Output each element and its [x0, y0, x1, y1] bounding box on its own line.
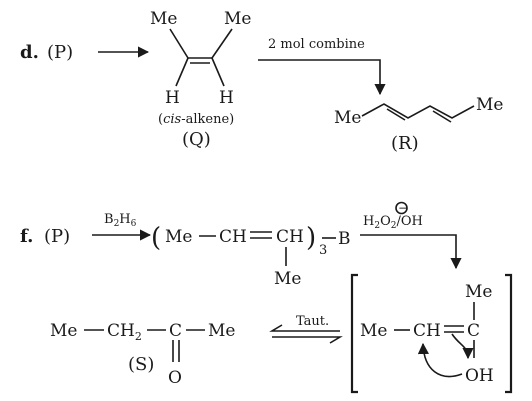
part-d-label: d.: [20, 42, 39, 63]
enol-bracket-right: [505, 273, 513, 394]
combine-condition: 2 mol combine: [268, 37, 365, 52]
cis-alkene-structure: Me Me H H (cis-alkene) (Q): [150, 9, 251, 150]
q-hydrogen-right: H: [219, 88, 234, 108]
ketone-ch2: CH2: [107, 321, 142, 343]
part-d: d. (P) Me Me H H (cis-alkene) (Q) 2 mol …: [20, 9, 503, 154]
enol-intermediate: Me CH C Me OH: [350, 273, 513, 394]
reagent-peroxide: H2O2/OH: [363, 214, 423, 231]
enol-ch: CH: [413, 321, 441, 341]
enol-methyl: Me: [360, 321, 387, 341]
r-double-bond-1: [386, 108, 406, 121]
borane-ch-2: CH: [276, 227, 304, 247]
borane-methyl: Me: [165, 227, 192, 247]
ketone-structure: Me CH2 C Me O (S): [50, 321, 235, 388]
borane-ch-1: CH: [219, 227, 247, 247]
enol-hydroxyl: OH: [465, 366, 494, 386]
part-f-label: f.: [20, 226, 33, 247]
borane-boron: B: [338, 229, 351, 249]
r-double-bond-2: [432, 110, 452, 123]
q-methyl-left: Me: [150, 9, 177, 29]
r-zigzag-chain: [361, 103, 475, 119]
ketone-carbon: C: [169, 321, 182, 341]
ketone-methyl-left: Me: [50, 321, 77, 341]
enol-methyl-top: Me: [465, 282, 492, 302]
tautomerism-label: Taut.: [296, 314, 329, 329]
enol-curved-arrow-pi: [451, 333, 474, 360]
r-methyl-right: Me: [476, 95, 503, 115]
enol-curved-arrow-lonepair: [417, 342, 463, 378]
borane-paren-open: (: [151, 223, 161, 253]
q-methyl-right: Me: [224, 9, 251, 29]
q-label: (Q): [182, 129, 211, 150]
oxidation-arrow: [360, 234, 462, 270]
r-label: (R): [391, 133, 419, 154]
borane-paren-close: ): [306, 223, 316, 253]
q-cis-note: (cis-alkene): [158, 112, 234, 127]
part-d-reactant: (P): [47, 42, 73, 63]
hydroxide-charge: −: [398, 201, 408, 215]
enol-carbon: C: [467, 321, 480, 341]
trialkylborane-structure: ( Me CH CH Me ) 3 B: [151, 223, 351, 289]
part-f: f. (P) B2H6 ( Me CH CH Me ) 3 B − H2O2/O…: [20, 201, 513, 394]
borane-methyl-down: Me: [274, 269, 301, 289]
hydroxide-charge-circle: [395, 201, 408, 215]
equilibrium-arrow-forward: [272, 336, 343, 344]
part-f-reactant: (P): [44, 226, 70, 247]
q-bond-me-left: [169, 28, 189, 59]
equilibrium-arrow-back: [269, 324, 340, 332]
enol-bracket-left: [350, 273, 358, 394]
q-hydrogen-left: H: [165, 88, 180, 108]
q-bond-h-left: [175, 57, 189, 87]
ketone-oxygen: O: [168, 368, 182, 388]
q-bond-h-right: [211, 57, 225, 87]
q-bond-me-right: [211, 28, 233, 59]
r-methyl-left: Me: [334, 108, 361, 128]
borane-subscript-3: 3: [319, 243, 327, 258]
diene-structure: Me Me (R): [334, 95, 503, 154]
ketone-label: (S): [128, 354, 154, 375]
ketone-methyl-right: Me: [208, 321, 235, 341]
reagent-diborane: B2H6: [104, 212, 137, 229]
combine-arrow: [258, 59, 386, 96]
